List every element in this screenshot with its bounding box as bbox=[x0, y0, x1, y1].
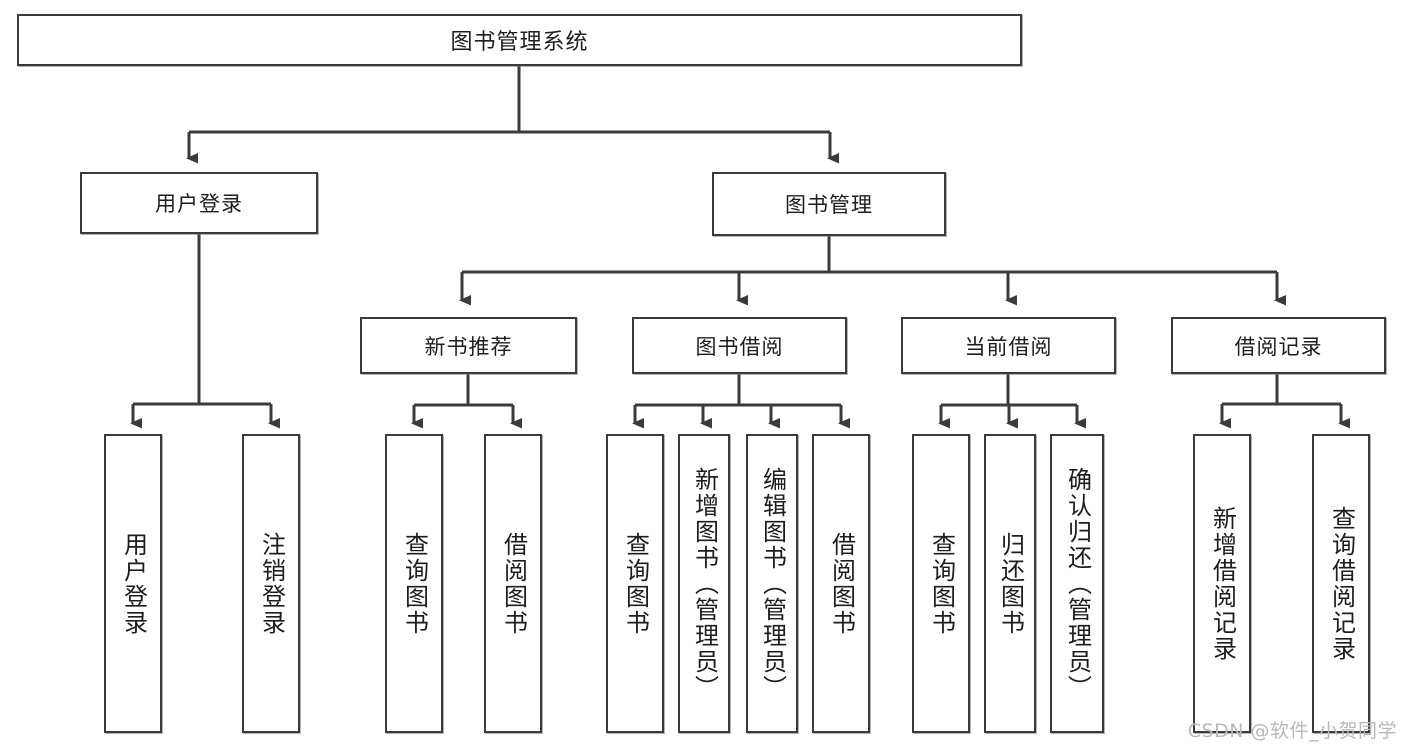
node-root[interactable]: 图书管理系统 bbox=[17, 14, 1022, 66]
leaf-label: 注销登录 bbox=[257, 531, 286, 636]
leaf-label: 归还图书 bbox=[996, 531, 1025, 636]
leaf-label: 查询借阅记录 bbox=[1327, 505, 1356, 662]
leaf-label: 借阅图书 bbox=[827, 531, 856, 636]
leaf-current-query-book[interactable]: 查询图书 bbox=[912, 434, 970, 733]
leaf-label: 查询图书 bbox=[400, 531, 429, 636]
leaf-label: 确认归还（管理员） bbox=[1063, 466, 1092, 701]
leaf-current-return-book[interactable]: 归还图书 bbox=[984, 434, 1036, 733]
leaf-label: 借阅图书 bbox=[499, 531, 528, 636]
node-book-management[interactable]: 图书管理 bbox=[712, 172, 946, 236]
leaf-borrow-borrow-book[interactable]: 借阅图书 bbox=[812, 434, 870, 733]
leaf-label: 查询图书 bbox=[927, 531, 956, 636]
leaf-record-query[interactable]: 查询借阅记录 bbox=[1312, 434, 1370, 733]
node-borrow-record[interactable]: 借阅记录 bbox=[1171, 317, 1386, 374]
leaf-current-confirm-return[interactable]: 确认归还（管理员） bbox=[1050, 434, 1104, 733]
leaf-label: 用户登录 bbox=[119, 531, 148, 636]
node-book-borrow[interactable]: 图书借阅 bbox=[632, 317, 847, 374]
node-current-borrow[interactable]: 当前借阅 bbox=[901, 317, 1116, 374]
leaf-label: 编辑图书（管理员） bbox=[758, 466, 787, 701]
leaf-label: 查询图书 bbox=[621, 531, 650, 636]
node-new-book-recommend[interactable]: 新书推荐 bbox=[360, 317, 577, 374]
leaf-label: 新增图书（管理员） bbox=[690, 466, 719, 701]
leaf-borrow-query-book[interactable]: 查询图书 bbox=[606, 434, 664, 733]
leaf-new-book-query[interactable]: 查询图书 bbox=[385, 434, 443, 733]
leaf-borrow-add-book[interactable]: 新增图书（管理员） bbox=[678, 434, 730, 733]
leaf-new-book-borrow[interactable]: 借阅图书 bbox=[484, 434, 542, 733]
leaf-borrow-edit-book[interactable]: 编辑图书（管理员） bbox=[746, 434, 798, 733]
leaf-label: 新增借阅记录 bbox=[1208, 505, 1237, 662]
leaf-record-add[interactable]: 新增借阅记录 bbox=[1193, 434, 1251, 733]
leaf-user-login-logout[interactable]: 注销登录 bbox=[242, 434, 300, 733]
leaf-user-login-login[interactable]: 用户登录 bbox=[104, 434, 162, 733]
node-user-login[interactable]: 用户登录 bbox=[80, 172, 318, 234]
